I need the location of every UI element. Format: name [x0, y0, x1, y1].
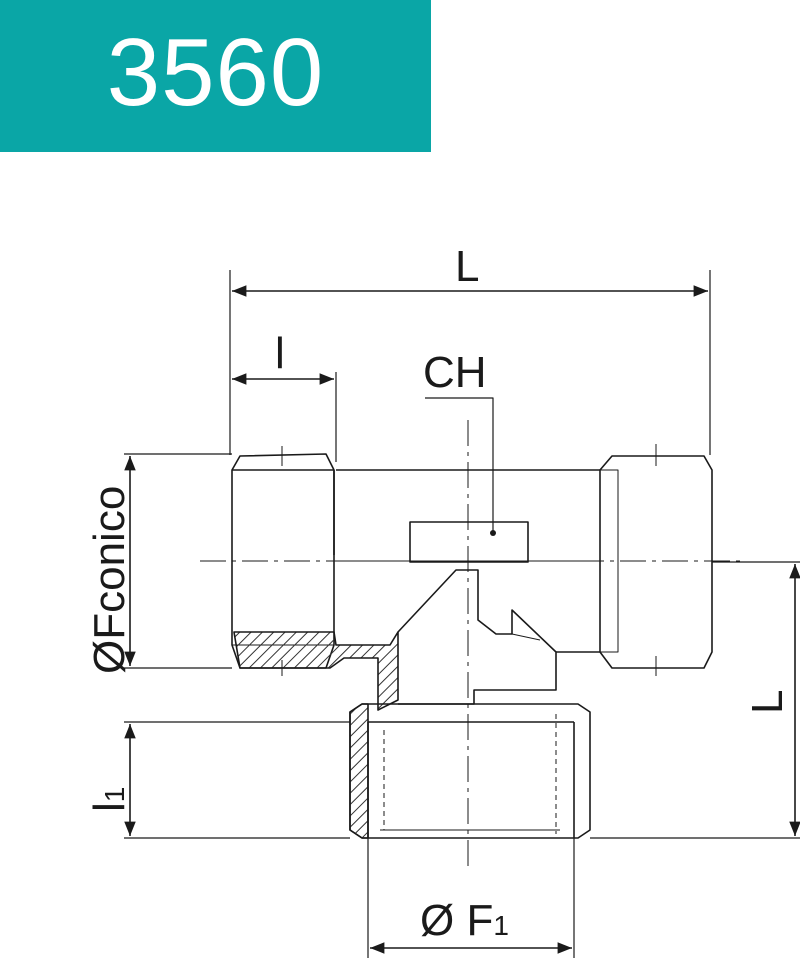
bottom-section-hatch — [350, 704, 368, 838]
dimension-f-conico — [124, 454, 232, 668]
bottom-female-thread — [350, 704, 590, 838]
left-section-hatch — [234, 632, 398, 710]
right-male-thread — [556, 444, 712, 676]
product-code: 3560 — [106, 19, 325, 126]
label-f1-sub: 1 — [493, 910, 509, 941]
label-l1: l1 — [85, 786, 139, 812]
label-ch: CH — [423, 348, 487, 397]
label-f-conico: ØFconico — [85, 485, 134, 674]
tee-body — [336, 470, 600, 704]
ch-leader-dot — [490, 530, 496, 536]
dimension-f1 — [368, 838, 574, 958]
label-f1: Ø F1 — [420, 897, 509, 950]
product-code-banner: 3560 — [0, 0, 431, 152]
label-f1-main: Ø F — [420, 896, 494, 945]
ch-leader-line — [425, 398, 493, 532]
label-l-branch: L — [743, 689, 792, 714]
dimension-l1 — [124, 722, 350, 838]
label-l1-main: l — [85, 802, 134, 812]
label-l1-sub: 1 — [99, 786, 130, 803]
dimension-l-branch — [590, 562, 800, 838]
label-l-thread: l — [275, 329, 285, 378]
dimension-l-thread — [232, 372, 336, 462]
dimension-l-overall — [230, 270, 710, 455]
label-l-overall: L — [455, 242, 480, 291]
